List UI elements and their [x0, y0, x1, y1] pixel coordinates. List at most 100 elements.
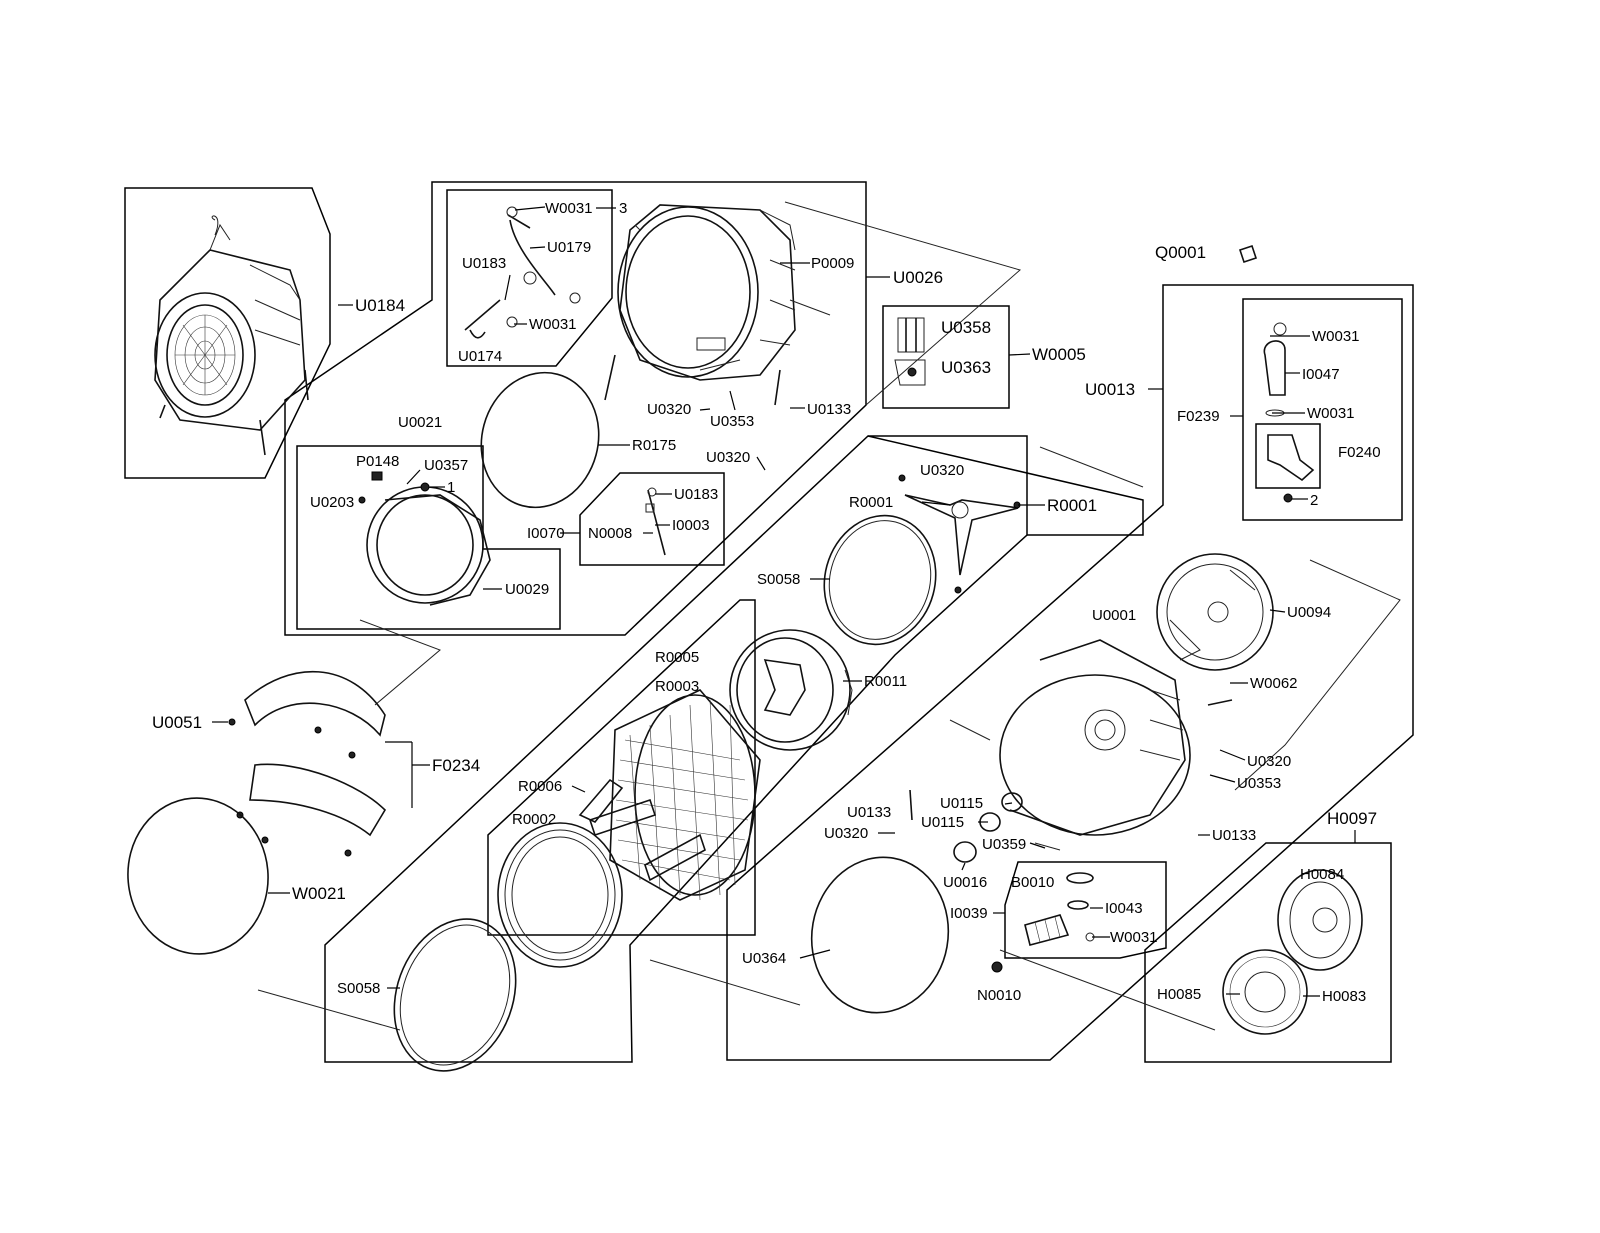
- label-u0363: U0363: [941, 358, 991, 377]
- label-three: 3: [619, 200, 627, 217]
- label-u0364: U0364: [742, 950, 786, 967]
- label-f0240: F0240: [1338, 444, 1381, 461]
- label-s0058-b: S0058: [337, 980, 380, 997]
- label-u0133-a: U0133: [807, 401, 851, 418]
- tub-assembly-drawing: [154, 215, 309, 456]
- lifter-drawing: [578, 778, 624, 823]
- label-u0133-c: U0133: [1212, 827, 1256, 844]
- label-u0320-e: U0320: [824, 825, 868, 842]
- stator-drawing: [1222, 949, 1308, 1035]
- label-u0183-b: U0183: [674, 486, 718, 503]
- label-p0148: P0148: [356, 453, 399, 470]
- label-u0320-d: U0320: [1247, 753, 1291, 770]
- label-u0184: U0184: [355, 296, 405, 315]
- label-u0358: U0358: [941, 318, 991, 337]
- rotor-drawing: [1277, 869, 1363, 971]
- frame-h0097: [1144, 842, 1392, 1063]
- label-i0003: I0003: [672, 517, 710, 534]
- label-u0320-c: U0320: [920, 462, 964, 479]
- frame-i0070: [579, 472, 725, 566]
- label-i0039: I0039: [950, 905, 988, 922]
- guide-line-8: [999, 949, 1216, 1031]
- spider-drawing: [823, 474, 1021, 646]
- label-u0179: U0179: [547, 239, 591, 256]
- frame-f0239: [1242, 298, 1403, 521]
- label-w0005: W0005: [1032, 345, 1086, 364]
- frame-drum: [324, 435, 1028, 1063]
- label-b0010: B0010: [1011, 874, 1054, 891]
- label-two: 2: [1310, 492, 1318, 509]
- guide-line-4: [949, 719, 991, 741]
- label-i0043: I0043: [1105, 900, 1143, 917]
- label-w0031-b: W0031: [529, 316, 577, 333]
- label-u0001: U0001: [1092, 607, 1136, 624]
- f0239-drawing: [1263, 322, 1315, 503]
- label-u0174: U0174: [458, 348, 502, 365]
- label-h0083: H0083: [1322, 988, 1366, 1005]
- label-p0009: P0009: [811, 255, 854, 272]
- frame-u0184: [124, 187, 331, 479]
- label-u0359: U0359: [982, 836, 1026, 853]
- frame-f0240: [1255, 423, 1321, 489]
- guide-line-7: [359, 619, 441, 706]
- bearings-drawing: [909, 789, 1061, 863]
- frame-drum-inner: [487, 599, 756, 936]
- hose-inset-drawing: [464, 206, 581, 339]
- front-ring-drawing: [358, 471, 491, 606]
- rear-tub-drawing: [999, 639, 1191, 836]
- group-frames: [124, 181, 1414, 1063]
- label-u0051: U0051: [152, 713, 202, 732]
- label-h0085: H0085: [1157, 986, 1201, 1003]
- u0364-gasket-drawing: [810, 856, 950, 1014]
- label-s0058-a: S0058: [757, 571, 800, 588]
- frame-u0013: [726, 284, 1414, 1061]
- label-w0031-a: W0031: [545, 200, 593, 217]
- label-u0026: U0026: [893, 268, 943, 287]
- label-f0239: F0239: [1177, 408, 1220, 425]
- frame-drum-right: [867, 435, 1144, 536]
- label-w0021: W0021: [292, 884, 346, 903]
- label-r0011: R0011: [864, 673, 907, 690]
- gasket-r0175-drawing: [480, 371, 600, 509]
- label-u0115-b: U0115: [921, 814, 964, 831]
- label-n0008: N0008: [588, 525, 632, 542]
- label-r0003: R0003: [655, 678, 699, 695]
- label-r0005: R0005: [655, 649, 699, 666]
- label-i0047: I0047: [1302, 366, 1340, 383]
- label-u0016: U0016: [943, 874, 987, 891]
- guide-line-5: [649, 959, 801, 1006]
- lower-ring-drawing: [393, 918, 517, 1072]
- label-u0183-a: U0183: [462, 255, 506, 272]
- frame-w0005: [882, 305, 1010, 409]
- label-u0320-b: U0320: [706, 449, 750, 466]
- frame-hose-inset-2: [1004, 861, 1167, 959]
- drum-drawing: [588, 689, 761, 901]
- label-u0021: U0021: [398, 414, 442, 431]
- clamp-ring-drawing: [127, 797, 269, 955]
- label-u0115-a: U0115: [940, 795, 983, 812]
- label-u0203: U0203: [310, 494, 354, 511]
- frame-u0021: [296, 445, 561, 630]
- motor-cover-drawing: [1156, 553, 1274, 671]
- label-n0010: N0010: [977, 987, 1021, 1004]
- label-u0133-b: U0133: [847, 804, 891, 821]
- label-u0353-b: U0353: [1237, 775, 1281, 792]
- label-r0175: R0175: [632, 437, 676, 454]
- label-u0353-a: U0353: [710, 413, 754, 430]
- label-w0062: W0062: [1250, 675, 1298, 692]
- label-u0357: U0357: [424, 457, 468, 474]
- label-w0031-c: W0031: [1312, 328, 1360, 345]
- q0001-drawing: [1238, 244, 1258, 264]
- label-u0320-a: U0320: [647, 401, 691, 418]
- label-u0013: U0013: [1085, 380, 1135, 399]
- drum-back-drawing: [729, 629, 853, 751]
- label-i0070: I0070: [527, 525, 565, 542]
- label-h0097: H0097: [1327, 809, 1377, 828]
- label-r0001-a: R0001: [849, 494, 893, 511]
- guide-line-6: [257, 989, 401, 1031]
- outer-tub-drawing: [604, 204, 831, 406]
- guide-line-3: [1234, 559, 1401, 791]
- label-f0234: F0234: [432, 756, 480, 775]
- drain-hose-drawing: [991, 872, 1095, 973]
